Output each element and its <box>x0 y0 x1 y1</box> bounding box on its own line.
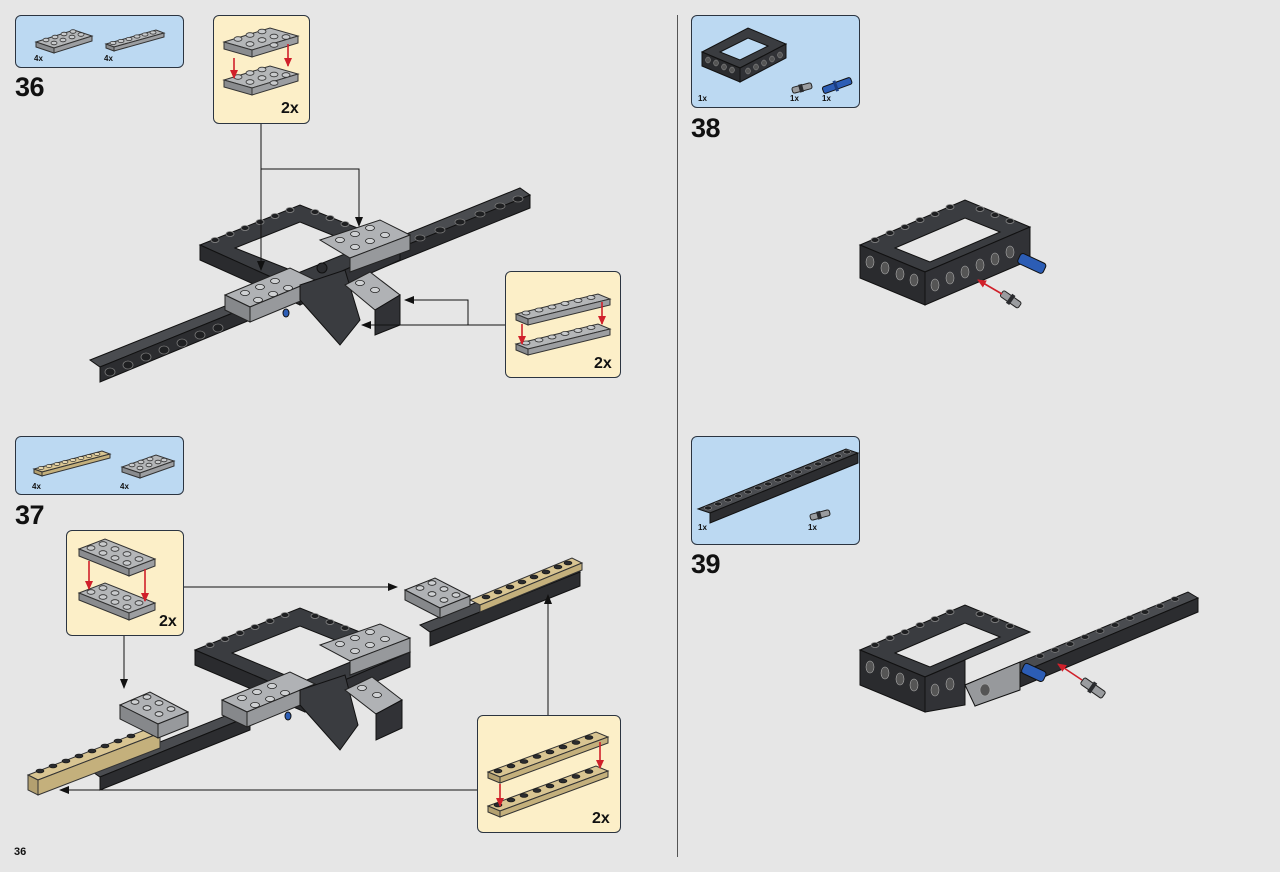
parts-callout-step-38: 1x 1x 1x <box>691 15 860 108</box>
part-qty: 1x <box>808 523 817 532</box>
subassembly-multiplier: 2x <box>594 355 612 372</box>
page-divider <box>677 15 678 857</box>
subassembly-callout: 2x <box>505 271 621 378</box>
step-number: 37 <box>15 500 45 530</box>
page-number: 36 <box>14 846 27 858</box>
step-number: 36 <box>15 72 45 102</box>
stacked-tan-1x8-plates-icon <box>486 731 610 818</box>
tan-plate-1x8-icon <box>32 450 112 477</box>
step-number: 39 <box>691 549 721 579</box>
gray-plate-1x6-icon <box>104 29 166 52</box>
subassembly-callout: 2x <box>66 530 184 636</box>
blue-axle-pin-icon <box>821 77 853 94</box>
step-37-model-illustration <box>26 557 584 796</box>
part-qty: 1x <box>822 94 831 103</box>
gray-pin-icon <box>809 509 831 521</box>
part-qty: 1x <box>698 523 707 532</box>
subassembly-multiplier: 2x <box>159 613 177 630</box>
parts-callout-step-36: 4x 4x <box>15 15 184 68</box>
stacked-2x4-plates-icon <box>77 538 157 621</box>
parts-callout-step-37: 4x 4x <box>15 436 184 495</box>
gray-plate-2x4-icon <box>34 29 94 54</box>
step-36-model-illustration <box>88 124 532 383</box>
step-number: 38 <box>691 113 721 143</box>
stacked-1x6-plates-icon <box>514 293 612 356</box>
gray-plate-2x4-icon <box>120 454 176 479</box>
part-qty: 1x <box>790 94 799 103</box>
subassembly-callout: 2x <box>213 15 310 124</box>
part-qty: 4x <box>32 482 41 491</box>
technic-beam-1x15-icon <box>696 448 860 524</box>
subassembly-callout: 2x <box>477 715 621 833</box>
part-qty: 1x <box>698 94 707 103</box>
technic-frame-icon <box>700 27 788 83</box>
part-qty: 4x <box>120 482 129 491</box>
subassembly-multiplier: 2x <box>281 100 299 117</box>
subassembly-multiplier: 2x <box>592 810 610 827</box>
part-qty: 4x <box>104 54 113 63</box>
gray-pin-icon <box>791 82 813 94</box>
stacked-2x4-plates-icon <box>222 27 300 96</box>
parts-callout-step-39: 1x 1x <box>691 436 860 545</box>
part-qty: 4x <box>34 54 43 63</box>
